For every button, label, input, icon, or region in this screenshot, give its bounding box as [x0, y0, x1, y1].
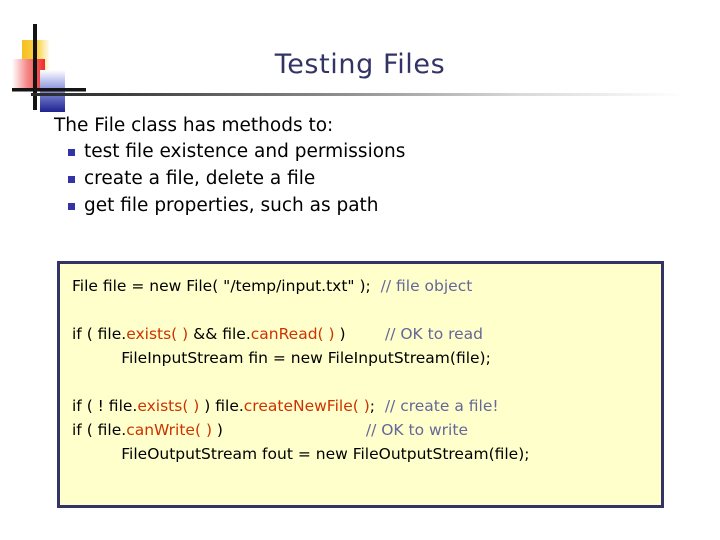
code-plain-token: File file = new File( "/temp/input.txt" … — [72, 277, 381, 295]
square-bullet-icon — [68, 149, 75, 156]
lead-text: The File class has methods to: — [54, 115, 334, 136]
code-line: FileOutputStream fout = new FileOutputSt… — [72, 442, 661, 466]
code-plain-token: ) — [212, 421, 366, 439]
code-plain-token: if ( file. — [72, 421, 127, 439]
code-method-token: exists( ) — [137, 397, 200, 415]
code-line: if ( file.exists( ) && file.canRead( ) )… — [72, 322, 661, 346]
code-line: if ( file.canWrite( ) ) // OK to write — [72, 418, 661, 442]
code-method-token: createNewFile( ) — [243, 397, 370, 415]
code-plain-token: ; — [369, 397, 385, 415]
code-comment-token: // create a file! — [384, 397, 499, 415]
code-comment-token: // OK to read — [384, 325, 484, 343]
code-plain-token: FileOutputStream fout = new FileOutputSt… — [72, 445, 530, 463]
square-bullet-icon — [68, 203, 75, 210]
bullet-item-label: test file existence and permissions — [84, 141, 406, 162]
code-plain-token: if ( ! file. — [72, 397, 138, 415]
code-blank-line — [72, 298, 661, 322]
code-callout-box: File file = new File( "/temp/input.txt" … — [57, 261, 664, 508]
bullet-item: test file existence and permissions — [54, 138, 674, 165]
title-divider-rule — [31, 93, 711, 96]
deco-line-horizontal — [12, 88, 86, 92]
title-block: Testing Files — [0, 48, 720, 82]
code-method-token: exists( ) — [126, 325, 189, 343]
bullet-item-label: get file properties, such as path — [84, 195, 379, 216]
code-comment-token: // file object — [380, 277, 473, 295]
code-method-token: canWrite( ) — [126, 421, 212, 439]
body-content: The File class has methods to: test file… — [54, 113, 674, 219]
code-plain-token: ) file. — [199, 397, 244, 415]
code-plain-token: ) — [334, 325, 385, 343]
bullet-item-label: create a file, delete a file — [84, 168, 316, 189]
bullet-item: create a file, delete a file — [54, 165, 674, 192]
code-line: File file = new File( "/temp/input.txt" … — [72, 274, 661, 298]
code-plain-token: && file. — [188, 325, 251, 343]
code-plain-token: FileInputStream fin = new FileInputStrea… — [72, 349, 491, 367]
code-method-token: canRead( ) — [250, 325, 335, 343]
code-listing: File file = new File( "/temp/input.txt" … — [60, 264, 661, 466]
code-line: FileInputStream fin = new FileInputStrea… — [72, 346, 661, 370]
page-title: Testing Files — [274, 49, 446, 80]
code-blank-line — [72, 370, 661, 394]
code-plain-token: if ( file. — [72, 325, 127, 343]
code-comment-token: // OK to write — [365, 421, 468, 439]
square-bullet-icon — [68, 176, 75, 183]
code-line: if ( ! file.exists( ) ) file.createNewFi… — [72, 394, 661, 418]
bullet-item: get file properties, such as path — [54, 192, 674, 219]
bullet-list: test file existence and permissions creat… — [54, 138, 674, 219]
